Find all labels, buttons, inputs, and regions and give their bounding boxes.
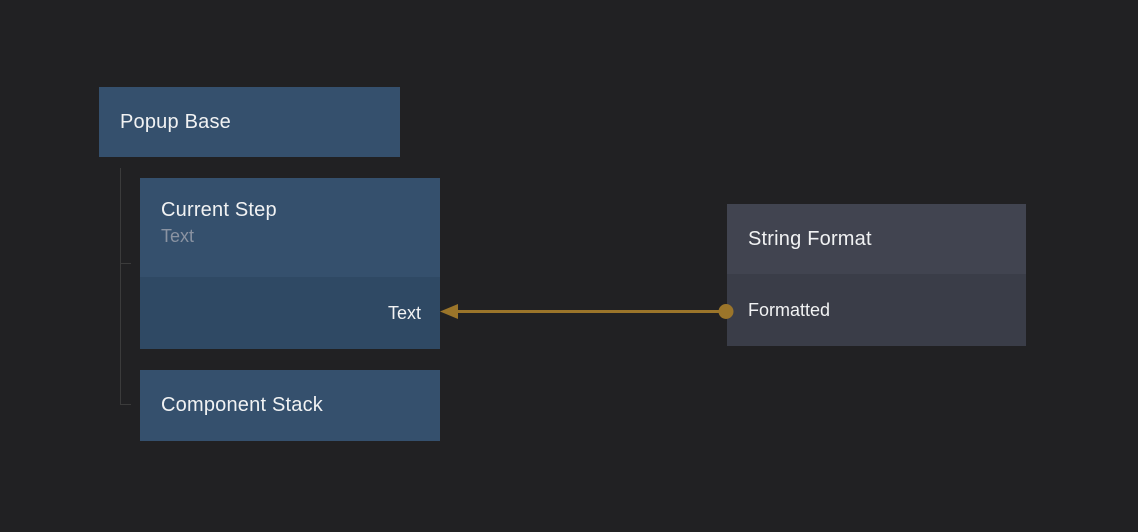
node-string-format-title: String Format [748,227,872,250]
connection-arrowhead-icon [440,304,458,319]
node-string-format[interactable]: String Format Formatted [727,204,1026,346]
current-step-input-port-label-text: Text [387,302,421,323]
node-popup-base-title: Popup Base [120,110,231,133]
node-current-step-header: Current Step Text [140,178,440,277]
node-string-format-header: String Format [727,204,1026,274]
node-current-step-title: Current Step [161,199,277,221]
string-format-output-port-row[interactable]: Formatted [727,274,1026,346]
tree-connector-vertical [120,168,121,405]
node-popup-base[interactable]: Popup Base [99,87,400,157]
string-format-output-port-label-formatted: Formatted [748,299,831,320]
node-component-stack[interactable]: Component Stack [140,370,440,441]
tree-connector-branch-current-step [120,263,131,264]
node-current-step[interactable]: Current Step Text Text [140,178,440,349]
tree-connector-branch-component-stack [120,404,131,405]
current-step-input-port-row[interactable]: Text [140,277,440,349]
node-current-step-subtitle: Text [161,226,195,246]
node-component-stack-title: Component Stack [161,394,323,416]
